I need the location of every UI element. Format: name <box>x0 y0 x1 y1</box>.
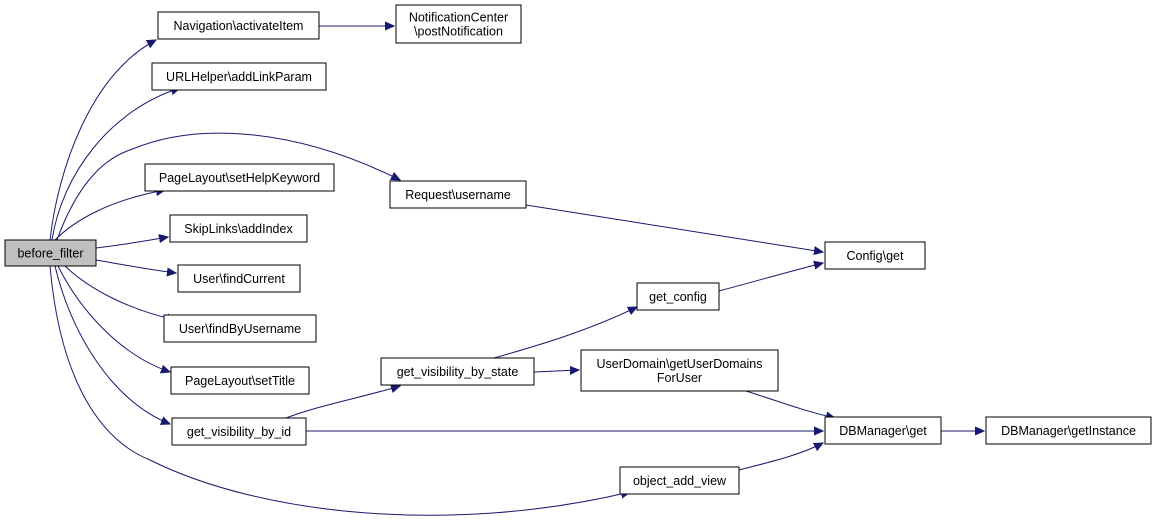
node-user-findbyusername[interactable]: User\findByUsername <box>163 314 317 343</box>
node-label: User\findByUsername <box>179 322 301 336</box>
node-label: DBManager\get <box>839 424 927 438</box>
edge-ud_getuserdomains-to-dbm_get <box>745 390 835 418</box>
node-before-filter[interactable]: before_filter <box>4 239 97 267</box>
edge-before_filter-to-user_findbyusername <box>64 265 176 320</box>
node-label: ForUser <box>657 371 702 385</box>
node-notif-post[interactable]: NotificationCenter\postNotification <box>395 4 522 44</box>
node-label: Navigation\activateItem <box>174 19 304 33</box>
node-label: User\findCurrent <box>193 272 285 286</box>
node-label: before_filter <box>17 247 83 261</box>
node-label: get_visibility_by_state <box>397 365 519 379</box>
node-label: get_visibility_by_id <box>187 425 291 439</box>
node-box <box>157 11 320 40</box>
node-box <box>151 62 327 91</box>
node-box <box>144 163 335 192</box>
node-label: DBManager\getInstance <box>1001 424 1136 438</box>
node-label: PageLayout\setTitle <box>185 374 295 388</box>
node-gvbs[interactable]: get_visibility_by_state <box>380 357 535 386</box>
node-box <box>163 314 317 343</box>
edge-before_filter-to-url_addlink <box>51 88 180 241</box>
node-box <box>171 417 307 446</box>
node-box <box>4 239 97 267</box>
edge-before_filter-to-pl_settitle <box>57 265 170 372</box>
edge-gvbs-to-get_config <box>493 307 637 359</box>
edge-oav-to-dbm_get <box>738 443 823 471</box>
edge-before_filter-to-nav_activate <box>49 40 156 241</box>
node-pl-settitle[interactable]: PageLayout\setTitle <box>170 366 310 395</box>
edge-req_username-to-config_get <box>525 204 823 252</box>
node-label: \postNotification <box>414 25 503 39</box>
node-gvbid[interactable]: get_visibility_by_id <box>171 417 307 446</box>
node-url-addlink[interactable]: URLHelper\addLinkParam <box>151 62 327 91</box>
nodes: before_filter Navigation\activateItem Noti… <box>4 4 1152 495</box>
node-skip-addindex[interactable]: SkipLinks\addIndex <box>169 214 308 243</box>
node-box <box>985 416 1152 445</box>
node-user-findcurrent[interactable]: User\findCurrent <box>177 264 301 293</box>
edge-before_filter-to-pl_sethelp <box>54 190 165 241</box>
edges <box>49 26 984 516</box>
node-dbm-getinstance[interactable]: DBManager\getInstance <box>985 416 1152 445</box>
node-label: URLHelper\addLinkParam <box>166 70 312 84</box>
node-oav[interactable]: object_add_view <box>619 466 740 495</box>
edge-gvbid-to-gvbs <box>285 386 400 419</box>
node-box <box>636 282 720 311</box>
edge-before_filter-to-gvbid <box>54 265 170 424</box>
edge-before_filter-to-skip_addindex <box>95 237 168 249</box>
node-box <box>824 241 926 270</box>
node-label: UserDomain\getUserDomains <box>596 357 762 371</box>
node-box <box>824 416 942 445</box>
edge-get_config-to-config_get <box>718 263 823 292</box>
node-config-get[interactable]: Config\get <box>824 241 926 270</box>
node-label: Config\get <box>847 249 905 263</box>
node-label: PageLayout\setHelpKeyword <box>159 171 320 185</box>
node-label: SkipLinks\addIndex <box>184 222 293 236</box>
node-dbm-get[interactable]: DBManager\get <box>824 416 942 445</box>
edge-before_filter-to-oav <box>49 265 630 516</box>
edge-before_filter-to-req_username <box>56 132 400 241</box>
node-box <box>580 349 779 392</box>
node-get-config[interactable]: get_config <box>636 282 720 311</box>
node-box <box>169 214 308 243</box>
node-nav-activate[interactable]: Navigation\activateItem <box>157 11 320 40</box>
node-req-username[interactable]: Request\username <box>389 180 527 209</box>
node-pl-sethelp[interactable]: PageLayout\setHelpKeyword <box>144 163 335 192</box>
node-label: NotificationCenter <box>409 11 508 25</box>
node-box <box>170 366 310 395</box>
edge-gvbs-to-ud_getuserdomains <box>533 370 579 372</box>
node-box <box>389 180 527 209</box>
node-label: object_add_view <box>633 474 727 488</box>
node-box <box>177 264 301 293</box>
node-box <box>619 466 740 495</box>
node-box <box>380 357 535 386</box>
node-box <box>395 4 522 44</box>
node-label: Request\username <box>405 188 511 202</box>
node-label: get_config <box>649 290 707 304</box>
edge-before_filter-to-user_findcurrent <box>95 259 176 273</box>
